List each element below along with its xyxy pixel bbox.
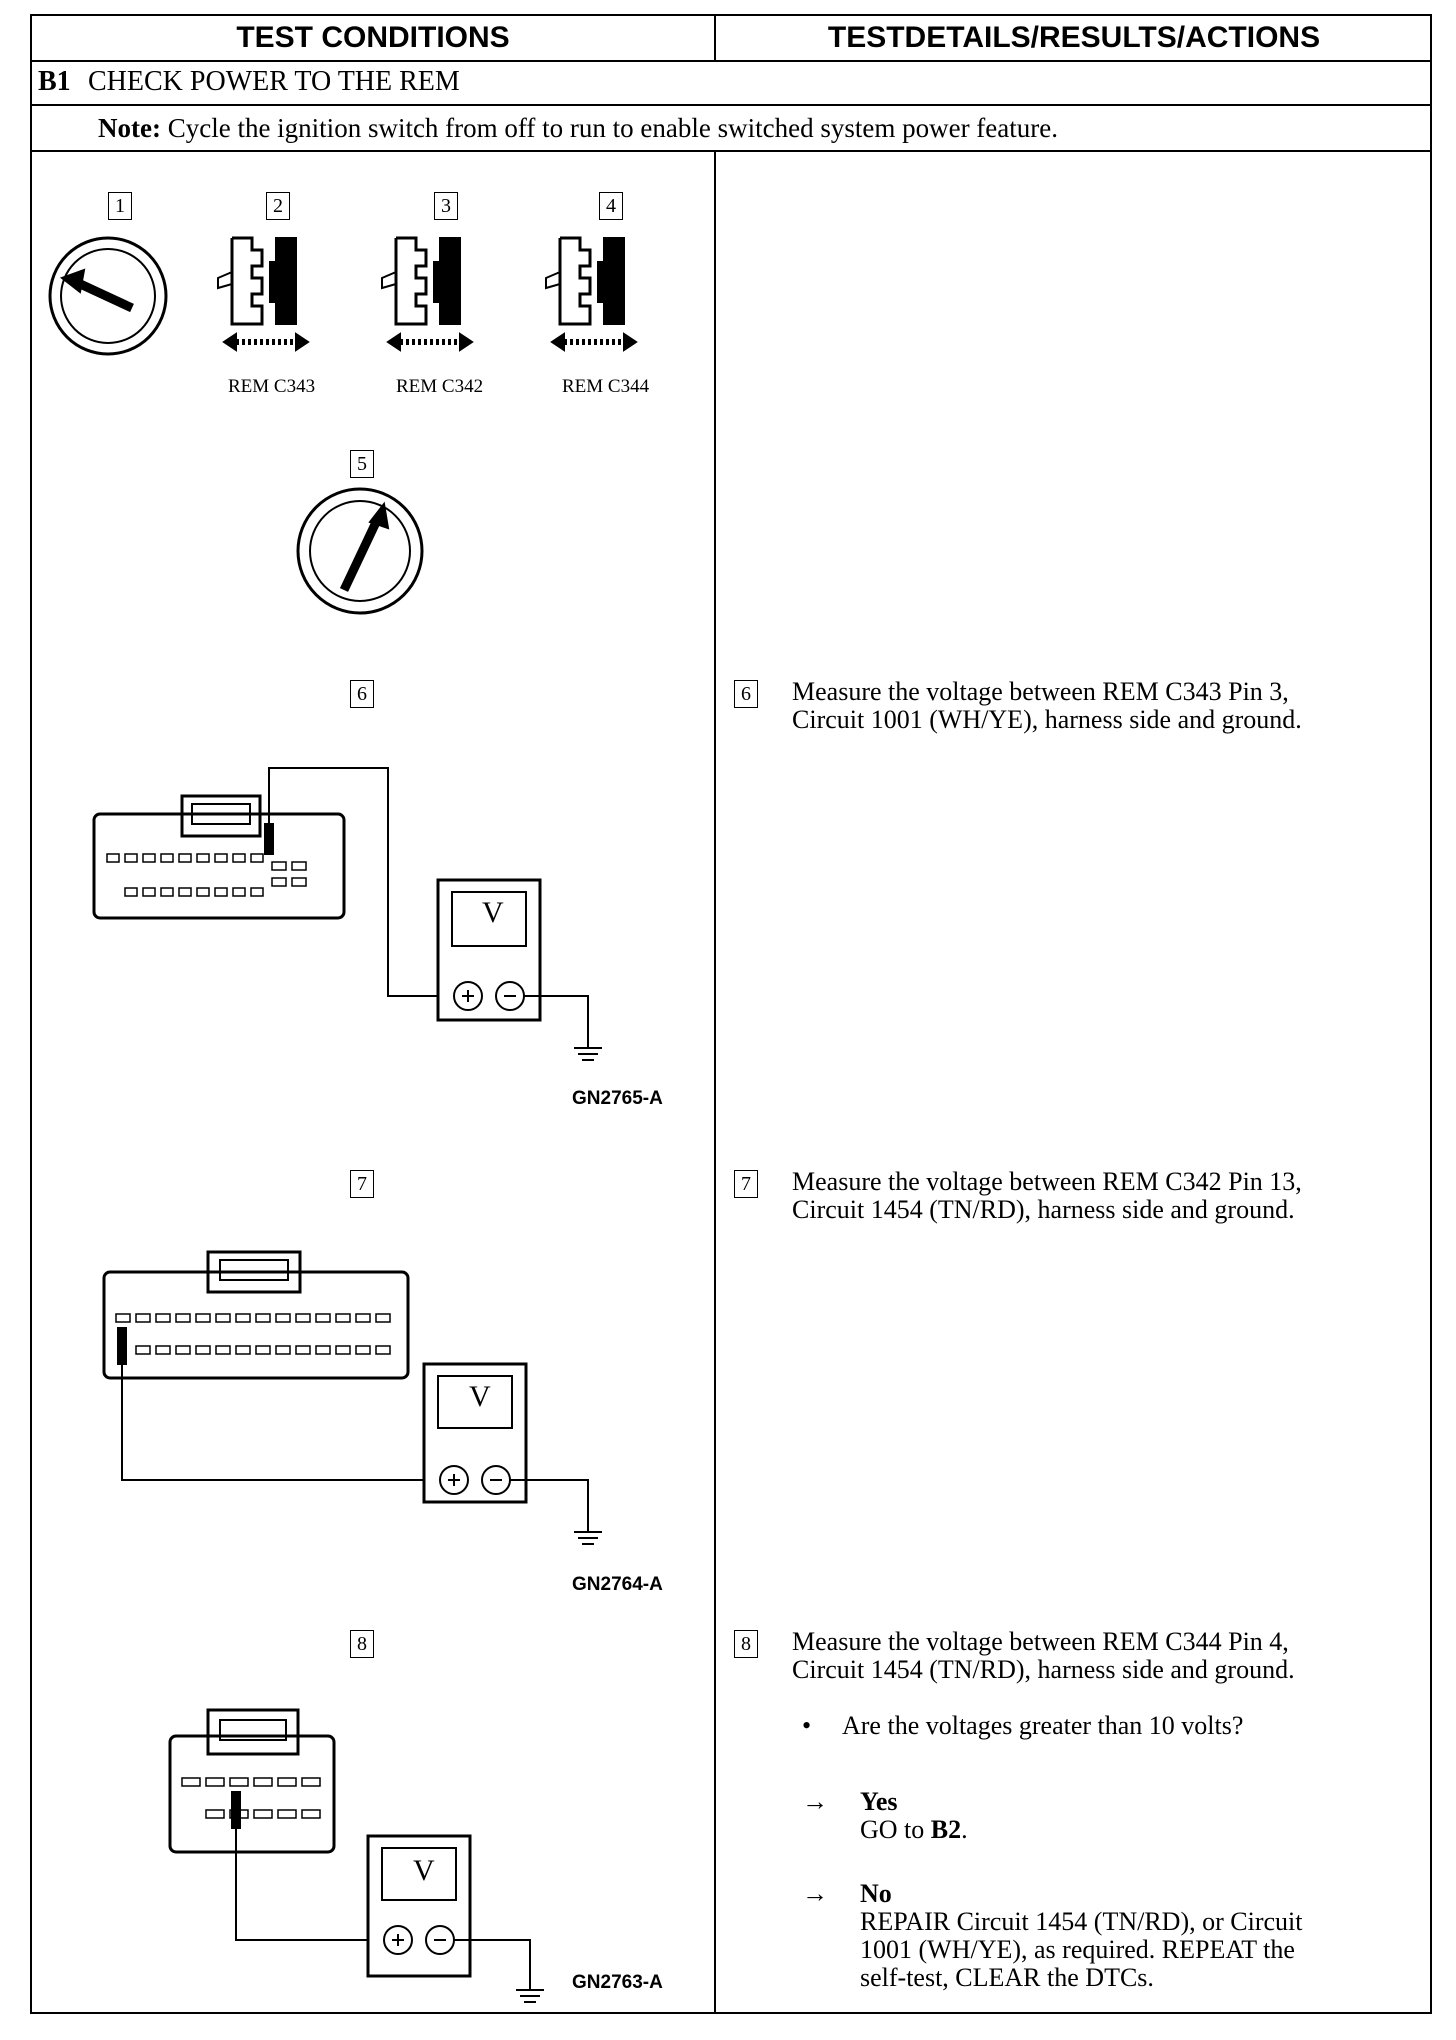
voltmeter-2-icon [422,1362,528,1504]
c344-probe-diagram [168,1708,544,2003]
right-step-7-box: 7 [734,1170,758,1198]
connector-c344-label: REM C344 [562,376,650,397]
connector-c343-label: REM C343 [228,376,316,397]
procedure-table: TEST CONDITIONS TESTDETAILS/RESULTS/ACTI… [30,14,1432,2014]
yes-arrow-icon: → [802,1787,828,1816]
step-6-box: 6 [350,680,374,708]
step-8-box: 8 [350,1630,374,1658]
no-action-line2: 1001 (WH/YE), as required. REPEAT the [860,1935,1295,1964]
step-8-line2: Circuit 1454 (TN/RD), harness side and g… [792,1655,1295,1684]
voltmeter-2-label: V [469,1380,491,1413]
yes-action-target: B2 [930,1815,962,1844]
step-6-line2: Circuit 1001 (WH/YE), harness side and g… [792,705,1302,734]
note-text: Note: Cycle the ignition switch from off… [98,106,1058,150]
step-3-box: 3 [434,192,458,220]
step-8-instruction: Measure the voltage between REM C344 Pin… [792,1628,1295,1684]
right-step-6-box: 6 [734,680,758,708]
yes-branch: Yes GO to B2. [860,1788,968,1844]
note-body: Cycle the ignition switch from off to ru… [160,113,1058,143]
c342-probe-diagram [102,1250,602,1545]
voltmeter-1-icon [436,878,542,1022]
figure-id-8: GN2763-A [572,1972,663,1993]
connector-c343-icon [217,236,310,352]
question-bullet-icon: • [802,1711,812,1740]
right-step-8-box: 8 [734,1630,758,1658]
section-row: B1 CHECK POWER TO THE REM [32,60,1430,106]
connector-c344-icon [545,236,638,352]
step-1-box: 1 [108,192,132,220]
step-id: B1 [38,66,71,97]
step-6-instruction: Measure the voltage between REM C343 Pin… [792,678,1302,734]
no-arrow-icon: → [802,1879,828,1908]
table-header: TEST CONDITIONS TESTDETAILS/RESULTS/ACTI… [32,16,1430,62]
voltmeter-1-label: V [482,896,504,929]
note-label: Note: [98,113,161,143]
no-branch: No REPAIR Circuit 1454 (TN/RD), or Circu… [860,1880,1302,1992]
yes-action-pre: GO to [860,1815,931,1844]
step-6-line1: Measure the voltage between REM C343 Pin… [792,677,1289,706]
no-action-line3: self-test, CLEAR the DTCs. [860,1963,1154,1992]
step-8-question: Are the voltages greater than 10 volts? [842,1711,1244,1740]
voltmeter-3-label: V [413,1854,435,1887]
header-test-details: TESTDETAILS/RESULTS/ACTIONS [827,21,1321,54]
connector-c342-icon [381,236,474,352]
section-title: CHECK POWER TO THE REM [88,66,460,97]
step-4-box: 4 [599,192,623,220]
note-row: Note: Cycle the ignition switch from off… [32,106,1430,152]
ignition-switch-run-icon [296,487,424,615]
yes-action: GO to B2. [860,1816,968,1844]
figure-id-7: GN2764-A [572,1574,663,1595]
yes-label: Yes [860,1787,898,1816]
no-label: No [860,1879,892,1908]
step-7-line1: Measure the voltage between REM C342 Pin… [792,1167,1302,1196]
voltmeter-3-icon [366,1834,472,1978]
ignition-switch-off-icon [48,236,168,356]
connector-c342-label: REM C342 [396,376,484,397]
no-action-line1: REPAIR Circuit 1454 (TN/RD), or Circuit [860,1907,1303,1936]
step-8-line1: Measure the voltage between REM C344 Pin… [792,1627,1289,1656]
step-7-line2: Circuit 1454 (TN/RD), harness side and g… [792,1195,1295,1224]
header-test-conditions: TEST CONDITIONS [236,21,510,54]
c343-probe-diagram [92,767,602,1061]
step-2-box: 2 [266,192,290,220]
step-7-box: 7 [350,1170,374,1198]
column-divider [714,152,716,2014]
step-5-box: 5 [350,450,374,478]
test-conditions-diagrams [48,236,638,2003]
step-7-instruction: Measure the voltage between REM C342 Pin… [792,1168,1302,1224]
figure-id-6: GN2765-A [572,1088,663,1109]
header-divider [714,16,716,60]
yes-action-post: . [961,1815,968,1844]
